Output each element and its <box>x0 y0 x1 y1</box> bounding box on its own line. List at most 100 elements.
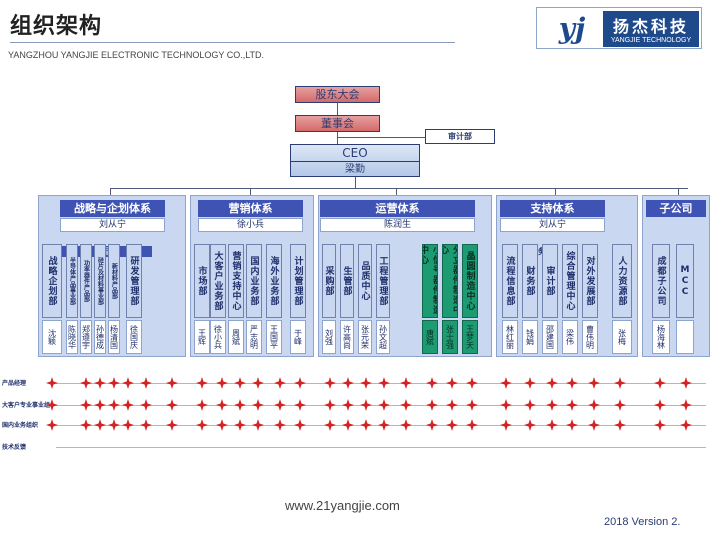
process-marker-icon <box>524 377 536 389</box>
process-marker-icon <box>500 419 512 431</box>
connector-line <box>337 103 338 115</box>
title-underline <box>10 42 455 43</box>
process-marker-icon <box>216 377 228 389</box>
department-11: 海外业务部 <box>266 244 282 318</box>
department-manager-13: 刘强 <box>322 320 336 354</box>
support-system-leader: 刘从宁 <box>500 218 605 232</box>
finance-group-label: 财务 <box>530 247 546 256</box>
process-label-3: 国内业务组织 <box>2 422 39 429</box>
process-label-4: 技术反馈 <box>2 444 27 451</box>
department-27: MCC <box>676 244 694 318</box>
ceo-box: CEO 梁勤 <box>290 144 420 177</box>
connector-line <box>337 137 425 138</box>
process-marker-icon <box>196 377 208 389</box>
process-marker-icon <box>588 377 600 389</box>
department-manager-10: 严志明 <box>246 320 262 354</box>
process-marker-icon <box>122 377 134 389</box>
process-marker-icon <box>342 419 354 431</box>
department-7: 市场部 <box>194 244 210 318</box>
process-marker-icon <box>446 419 458 431</box>
website-url: www.21yangjie.com <box>285 498 400 513</box>
process-marker-icon <box>588 419 600 431</box>
department-12: 计划管理部 <box>290 244 306 318</box>
process-marker-icon <box>122 399 134 411</box>
connector-line <box>337 132 338 144</box>
process-marker-icon <box>166 377 178 389</box>
department-manager-24: 曹伟明 <box>582 320 598 354</box>
process-marker-icon <box>342 377 354 389</box>
process-marker-icon <box>614 399 626 411</box>
audit-box: 审计部 <box>425 129 495 144</box>
department-manager-17: 唐斌 <box>422 320 438 354</box>
process-marker-icon <box>294 377 306 389</box>
process-marker-icon <box>294 419 306 431</box>
process-marker-icon <box>140 419 152 431</box>
process-marker-icon <box>108 399 120 411</box>
process-marker-icon <box>378 377 390 389</box>
logo-chinese-name: 扬杰科技 <box>612 17 689 36</box>
department-manager-23: 梁伟 <box>562 320 578 354</box>
process-marker-icon <box>94 377 106 389</box>
process-marker-icon <box>274 399 286 411</box>
department-manager-16: 孙文超 <box>376 320 390 354</box>
process-marker-icon <box>466 399 478 411</box>
department-manager-5: 杨清国 <box>108 320 120 354</box>
process-marker-icon <box>80 419 92 431</box>
process-marker-icon <box>500 377 512 389</box>
department-manager-22: 邵建国 <box>542 320 558 354</box>
process-marker-icon <box>614 419 626 431</box>
process-marker-icon <box>360 377 372 389</box>
department-manager-2: 陈晓华 <box>66 320 78 354</box>
page-title: 组织架构 <box>10 14 103 39</box>
process-marker-icon <box>274 377 286 389</box>
department-21: 财务部 <box>522 244 538 318</box>
process-marker-icon <box>196 419 208 431</box>
process-marker-icon <box>546 399 558 411</box>
company-english-name: YANGZHOU YANGJIE ELECTRONIC TECHNOLOGY C… <box>8 50 265 60</box>
process-marker-icon <box>166 419 178 431</box>
department-8: 大客户业务部 <box>210 244 226 318</box>
department-2: 半导体产品事业部 <box>66 244 78 318</box>
process-marker-icon <box>524 399 536 411</box>
connector-line <box>678 188 679 195</box>
department-manager-25: 张梅 <box>612 320 632 354</box>
board-box: 董事会 <box>295 115 380 132</box>
process-marker-icon <box>122 419 134 431</box>
process-marker-icon <box>566 399 578 411</box>
department-manager-8: 徐小兵 <box>210 320 226 354</box>
connector-line <box>110 188 111 195</box>
connector-line <box>110 188 688 189</box>
department-manager-15: 张元荣 <box>358 320 372 354</box>
department-manager-9: 周斌 <box>228 320 244 354</box>
process-marker-icon <box>654 377 666 389</box>
process-marker-icon <box>108 419 120 431</box>
connector-line <box>250 188 251 195</box>
department-23: 综合管理中心 <box>562 244 578 318</box>
process-label-2: 大客户专业事业组 <box>2 402 51 409</box>
process-marker-icon <box>466 377 478 389</box>
department-9: 营销支持中心 <box>228 244 244 318</box>
process-marker-icon <box>342 399 354 411</box>
company-logo: yj 扬杰科技 YANGJIE TECHNOLOGY <box>536 7 702 49</box>
marketing-system-leader: 徐小兵 <box>198 218 303 232</box>
process-marker-icon <box>234 399 246 411</box>
process-marker-icon <box>46 377 58 389</box>
process-marker-icon <box>166 399 178 411</box>
process-marker-icon <box>500 399 512 411</box>
department-16: 工程管理部 <box>376 244 390 318</box>
department-20: 流程信息部 <box>502 244 518 318</box>
process-label-1: 产品经理 <box>2 380 27 387</box>
logo-english-name: YANGJIE TECHNOLOGY <box>610 37 692 44</box>
process-marker-icon <box>426 399 438 411</box>
process-marker-icon <box>196 399 208 411</box>
process-marker-icon <box>274 419 286 431</box>
process-marker-icon <box>216 419 228 431</box>
department-manager-20: 林红丽 <box>502 320 518 354</box>
department-manager-21: 钱娟 <box>522 320 538 354</box>
process-marker-icon <box>466 419 478 431</box>
process-marker-icon <box>614 377 626 389</box>
process-marker-icon <box>324 377 336 389</box>
process-marker-icon <box>400 399 412 411</box>
process-marker-icon <box>566 419 578 431</box>
process-marker-icon <box>360 399 372 411</box>
